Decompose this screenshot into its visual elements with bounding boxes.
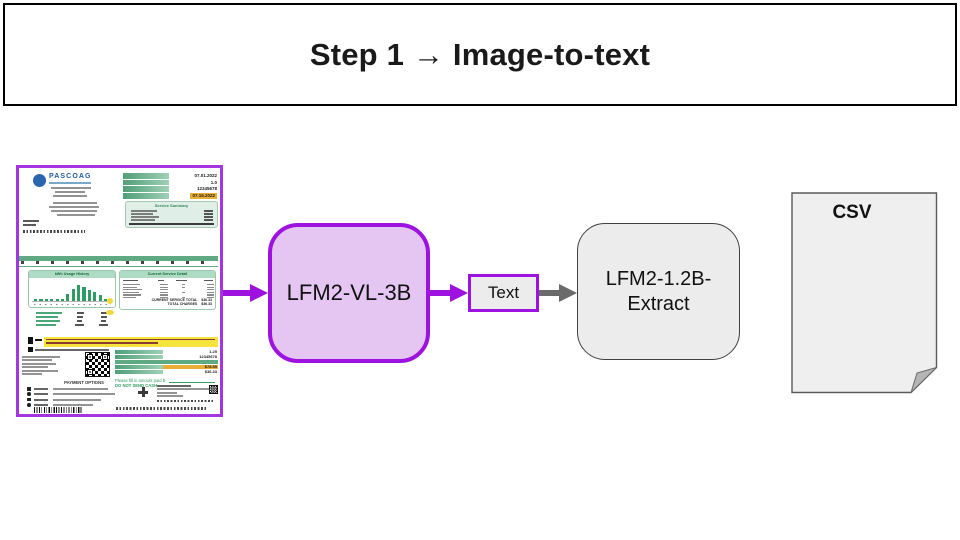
bill-past-due-amount: $78.55 [204,364,217,369]
extract-model-label: LFM2-1.2B-Extract [605,267,712,315]
bill-usage-chart-panel: kWh Usage History [28,270,116,308]
bill-info-value: 1.0 [210,179,217,185]
usage-highlight-dot [107,298,113,304]
bill-brand: PASCOAG [49,173,92,180]
extract-model-node: LFM2-1.2B-Extract [577,223,740,360]
bill-due-date: 07.15.2022 [190,193,217,199]
bill-cross-icon [138,387,148,397]
bill-statement-date: 07.01.2022 [194,173,217,178]
bill-barcode [34,407,83,413]
csv-page-icon [791,192,938,394]
bill-brand-subline [49,182,91,185]
bill-qr-code [85,352,110,377]
bill-detail-totals: CURRENT SERVICE TOTAL$36.33 TOTAL CHARGE… [151,297,212,307]
slide-title: Step 1 → Image-to-text [309,36,651,72]
bill-service-detail-panel: Current Service Detail CURRENT SERVICE T… [119,270,216,310]
csv-document: CSV [791,192,938,394]
bill-service-summary-panel: Service Summary [125,201,218,228]
text-node: Text [468,274,539,312]
bill-remit-value: 1.25 [209,349,217,354]
csv-label: CSV [832,202,872,223]
bill-amount-due: $36.33 [204,369,217,374]
title-banner: Step 1 → Image-to-text [3,3,957,106]
bill-remit-account: 12345678 [199,354,217,359]
bill-usage-title: kWh Usage History [29,271,115,278]
bill-detail-title: Current Service Detail [120,271,215,278]
bill-payment-title: PAYMENT OPTIONS [64,380,104,385]
bill-summary-title: Service Summary [154,203,189,208]
bill-mini-qr-code [209,385,218,394]
bill-account-number: 12345678 [196,186,217,192]
text-node-label: Text [487,283,520,302]
utility-bill-image: PASCOAG 07.01.2022 1.0 12345678 07.15.20… [16,165,223,417]
bill-logo-icon [33,174,46,187]
bill-footer-line [116,407,208,410]
bill-amount-line: Please fill in amount paid $ [115,377,166,383]
bill-notice-band [44,337,218,347]
usage-bars [34,277,108,301]
vl-model-label: LFM2-VL-3B [286,280,412,305]
vl-model-node: LFM2-VL-3B [268,223,430,363]
bill-no-cash-line: DO NOT SEND CASH [115,383,158,388]
